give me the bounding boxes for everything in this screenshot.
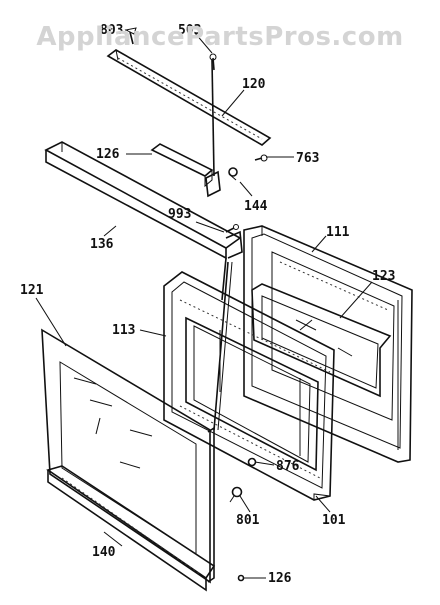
callout-120: 120 [242, 77, 266, 92]
callout-993: 993 [168, 207, 191, 222]
callout-101: 101 [322, 513, 346, 528]
window-glass-123 [251, 283, 392, 398]
callout-803: 803 [100, 23, 123, 38]
screw-803 [124, 27, 137, 45]
callout-126-bottom: 126 [268, 571, 292, 586]
callout-123: 123 [372, 269, 395, 284]
callout-144: 144 [244, 199, 268, 214]
outer-door-panel-121 [41, 328, 215, 584]
door-frame-113 [163, 271, 335, 501]
screw-801 [229, 486, 243, 503]
callout-801: 801 [236, 513, 260, 528]
leader-lines [35, 29, 373, 579]
callout-121: 121 [20, 283, 44, 298]
callout-113: 113 [112, 323, 135, 338]
callout-111: 111 [326, 225, 350, 240]
screw-126-bottom [237, 574, 245, 582]
nut-876 [247, 457, 257, 467]
callout-763: 763 [296, 151, 319, 166]
screw-503 [209, 53, 217, 71]
inner-door-liner-111 [243, 225, 413, 463]
bottom-trim-140 [46, 465, 216, 592]
callout-126-top: 126 [96, 147, 120, 162]
rail-bracket-120 [106, 49, 272, 146]
door-trim-136 [44, 141, 243, 260]
clip-144 [228, 167, 238, 181]
callout-503: 503 [178, 23, 201, 38]
callout-136: 136 [90, 237, 114, 252]
callout-140: 140 [92, 545, 116, 560]
bracket-126-top [150, 143, 214, 188]
hinge-rod [205, 59, 221, 198]
screw-763 [254, 154, 268, 162]
screw-993 [225, 224, 239, 233]
callout-876: 876 [276, 459, 300, 474]
